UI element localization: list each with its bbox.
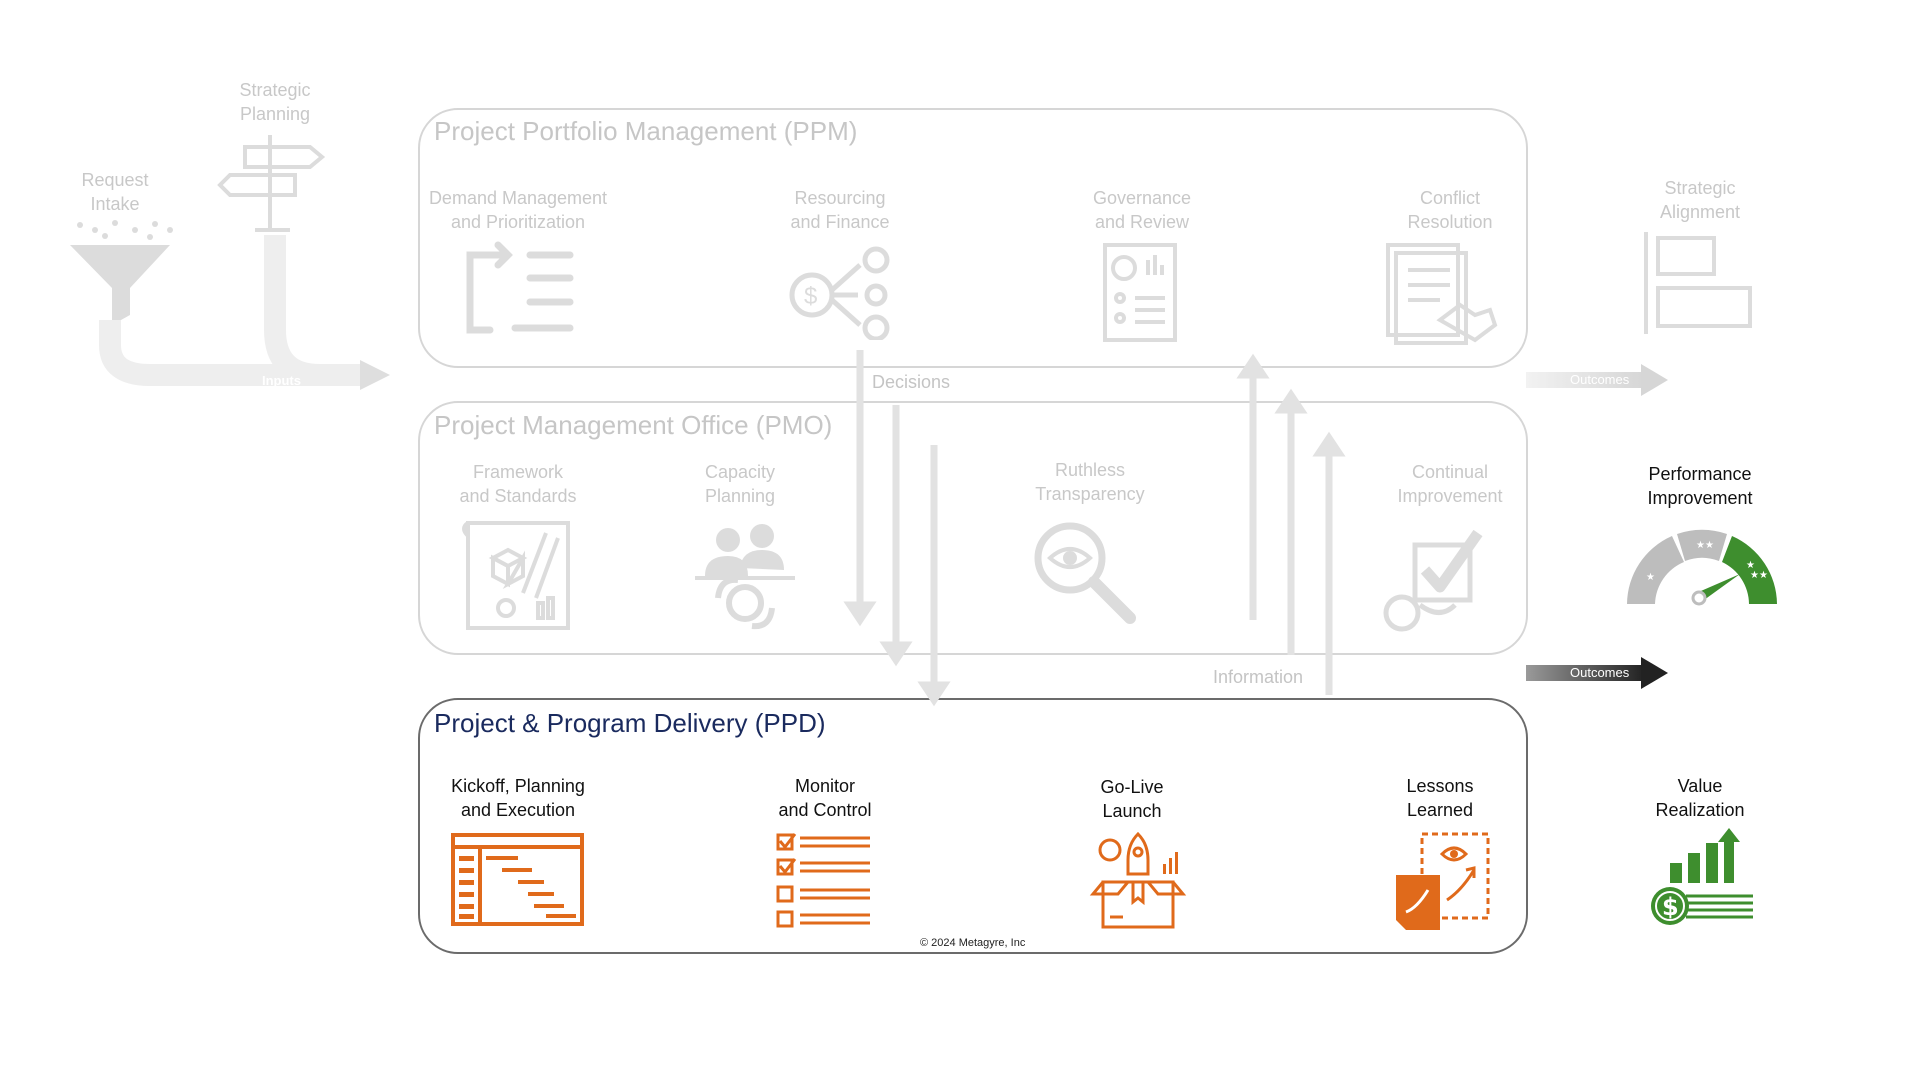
information-label: Information bbox=[1213, 667, 1304, 687]
flow-arrows bbox=[843, 350, 1346, 707]
dollar-network-icon: $ bbox=[789, 246, 890, 340]
checklist-icon bbox=[776, 833, 870, 928]
ppm-item-label-resourcing: Resourcing and Finance bbox=[790, 188, 890, 232]
performance-improvement-label: Performance Improvement bbox=[1647, 464, 1753, 508]
team-gear-icon bbox=[695, 524, 795, 630]
ppm-box bbox=[418, 108, 1528, 368]
decisions-label: Decisions bbox=[872, 372, 951, 392]
svg-text:★: ★ bbox=[1646, 572, 1655, 583]
inputs-label: Inputs bbox=[262, 373, 301, 388]
svg-text:★★: ★★ bbox=[1696, 540, 1714, 551]
pmo-item-label-improvement: Continual Improvement bbox=[1397, 462, 1503, 506]
report-chart-icon bbox=[1103, 243, 1177, 342]
strategic-planning-label: Strategic Planning bbox=[239, 80, 311, 124]
ppm-item-label-demand: Demand Management and Prioritization bbox=[428, 188, 608, 232]
outcomes-arrow-bottom bbox=[1526, 657, 1668, 689]
checkbox-cycle-icon bbox=[1383, 529, 1483, 632]
ppd-box bbox=[418, 698, 1528, 954]
ppd-item-label-kickoff: Kickoff, Planning and Execution bbox=[451, 776, 585, 820]
svg-text:$: $ bbox=[1662, 893, 1679, 921]
svg-text:★★: ★★ bbox=[1750, 570, 1768, 581]
gantt-chart-icon bbox=[451, 833, 584, 926]
pmo-item-label-transparency: Ruthless Transparency bbox=[1035, 460, 1145, 504]
ppd-title: Project & Program Delivery (PPD) bbox=[434, 708, 826, 738]
inputs-pipeline bbox=[70, 135, 390, 390]
alignment-bars-icon bbox=[1644, 232, 1752, 334]
rocket-box-icon bbox=[1089, 832, 1187, 929]
ppm-title: Project Portfolio Management (PPM) bbox=[434, 116, 858, 146]
ppd-item-label-monitor: Monitor and Control bbox=[778, 776, 872, 820]
magnifier-eye-icon bbox=[1034, 522, 1136, 624]
notes-eye-icon bbox=[1396, 832, 1490, 930]
ppd-item-label-lessons: Lessons Learned bbox=[1406, 776, 1474, 820]
value-realization-label: Value Realization bbox=[1655, 776, 1745, 820]
funnel-icon bbox=[70, 220, 173, 325]
outcomes-label-bottom: Outcomes bbox=[1570, 665, 1630, 680]
outcomes-arrow-top bbox=[1526, 364, 1668, 396]
pmo-title: Project Management Office (PMO) bbox=[434, 410, 833, 440]
copyright-text: © 2024 Metagyre, Inc bbox=[920, 937, 1026, 949]
handshake-document-icon bbox=[1386, 243, 1498, 345]
svg-text:★: ★ bbox=[1746, 560, 1755, 571]
pmo-box bbox=[418, 401, 1528, 655]
pmo-item-label-framework: Framework and Standards bbox=[459, 462, 577, 506]
request-intake-label: Request Intake bbox=[81, 170, 149, 214]
list-arrow-icon bbox=[466, 241, 574, 334]
strategic-alignment-label: Strategic Alignment bbox=[1659, 178, 1741, 222]
outcomes-label-top: Outcomes bbox=[1570, 372, 1630, 387]
value-growth-icon: $ bbox=[1651, 828, 1753, 925]
performance-gauge-icon: ★★★★★★ bbox=[1627, 529, 1777, 606]
ppm-item-label-conflict: Conflict Resolution bbox=[1407, 188, 1493, 232]
svg-text:$: $ bbox=[804, 283, 817, 310]
signpost-icon bbox=[217, 135, 326, 232]
ppm-item-label-governance: Governance and Review bbox=[1092, 188, 1192, 232]
pmo-item-label-capacity: Capacity Planning bbox=[704, 462, 776, 506]
ppd-item-label-golive: Go-Live Launch bbox=[1100, 777, 1164, 821]
blueprint-icon bbox=[462, 521, 570, 630]
